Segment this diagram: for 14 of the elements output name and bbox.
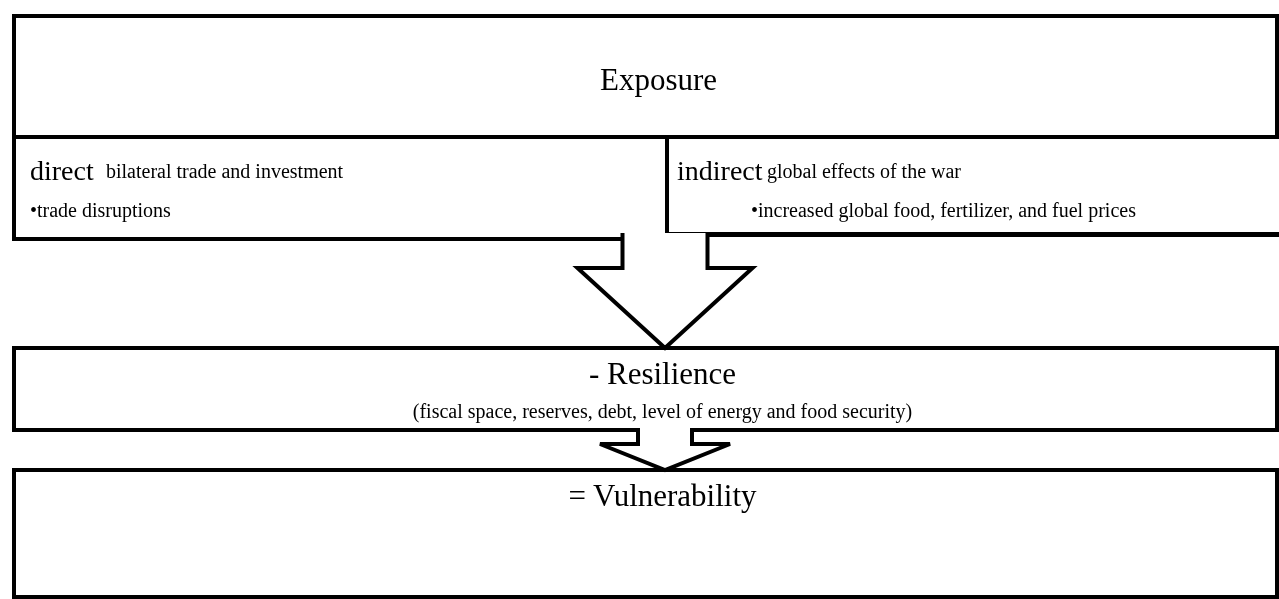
body-text: (fiscal space, reserves, debt, level of energy and food security) — [412, 400, 913, 423]
block-arrow — [572, 231, 758, 351]
body-text: •increased global food, fertilizer, and fuel prices — [751, 199, 1136, 222]
heading-text: = Vulnerability — [568, 478, 757, 514]
heading-text: indirect — [677, 155, 763, 187]
heading-text: direct — [30, 155, 94, 187]
concept-box — [12, 346, 1279, 432]
body-text: bilateral trade and investment — [106, 160, 344, 183]
body-text: •trade disruptions — [30, 199, 171, 222]
heading-text: Exposure — [599, 62, 718, 98]
concept-box — [12, 468, 1279, 599]
block-arrow — [598, 426, 732, 473]
heading-text: - Resilience — [588, 356, 737, 392]
body-text: global effects of the war — [767, 160, 961, 183]
